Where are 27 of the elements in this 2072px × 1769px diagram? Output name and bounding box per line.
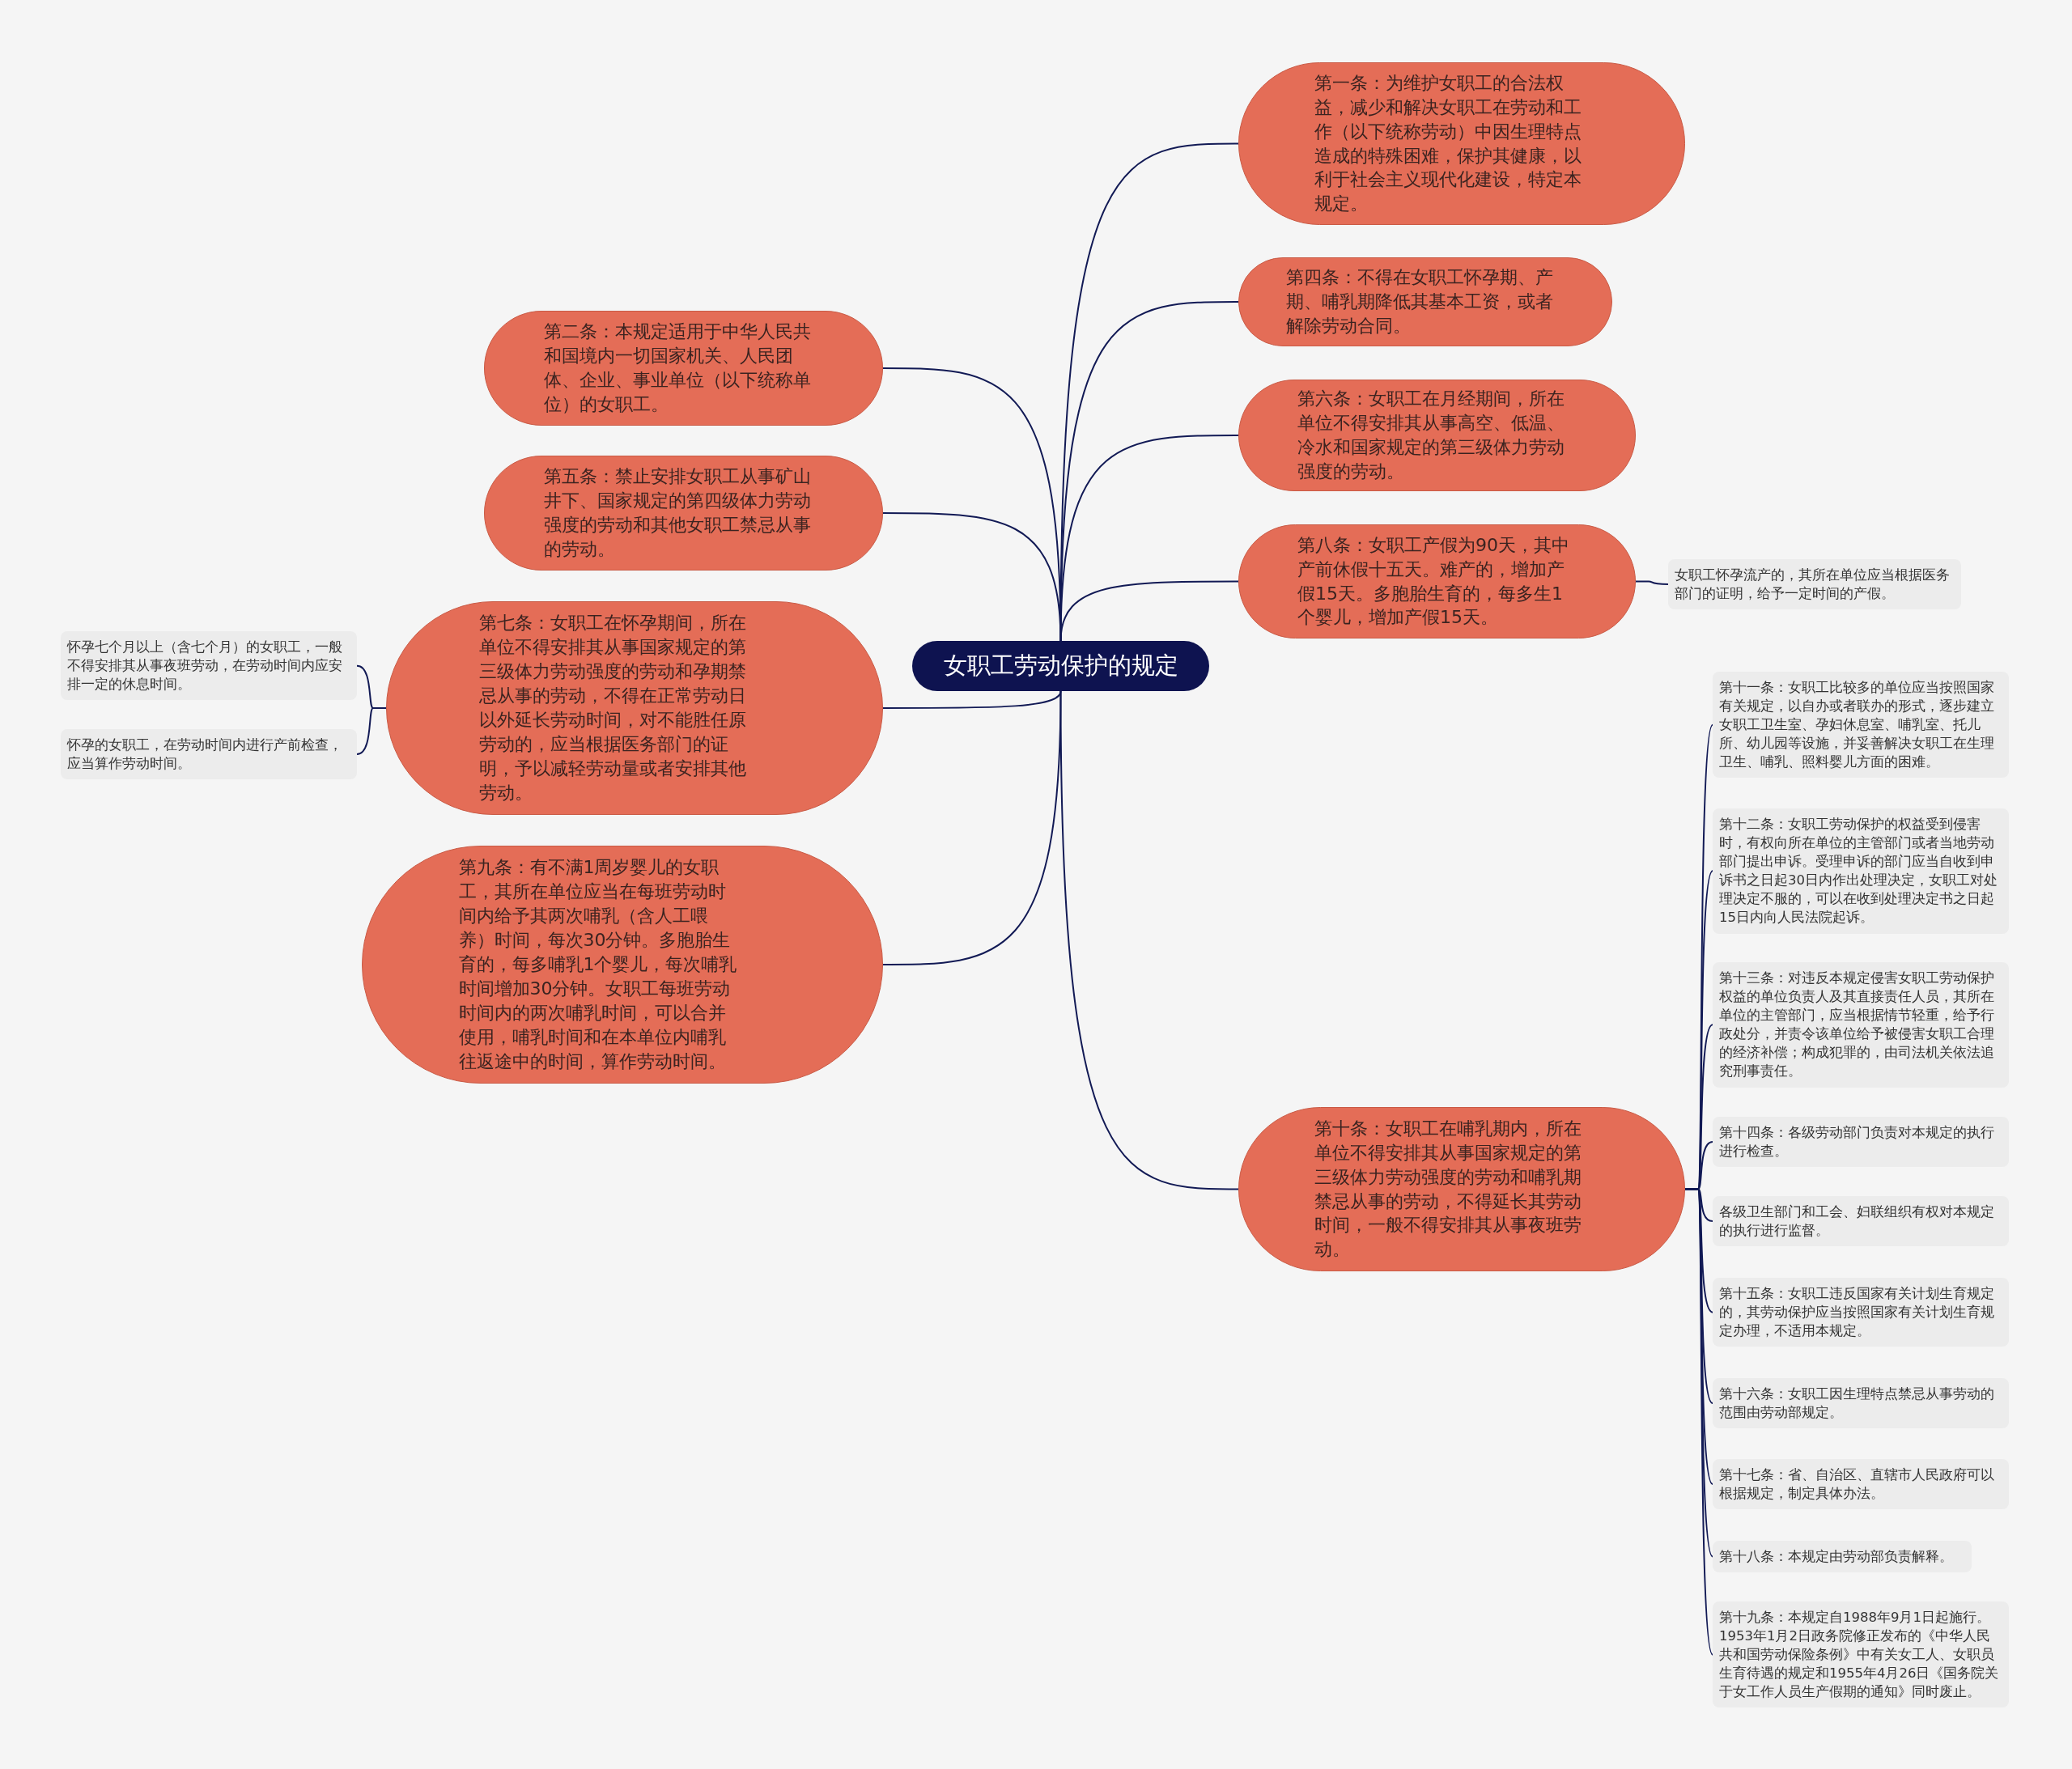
note-text: 第十七条：省、自治区、直辖市人民政府可以根据规定，制定具体办法。 (1713, 1459, 2009, 1510)
note-text: 第十九条：本规定自1988年9月1日起施行。1953年1月2日政务院修正发布的《中华人民共和国劳动保险条例》中有关女工人、女职员生育待遇的规定和1955年4月26日《国务院关于女工作人员生产假期的通知》同时废止。 (1713, 1601, 2009, 1708)
connector-line (882, 690, 1062, 965)
connector-line (1059, 690, 1239, 1190)
connector-line (1635, 580, 1669, 586)
note-text: 第十六条：女职工因生理特点禁忌从事劳动的范围由劳动部规定。 (1713, 1378, 2009, 1429)
note-text: 第十四条：各级劳动部门负责对本规定的执行进行检查。 (1713, 1117, 2009, 1168)
topic-text: 第七条：女职工在怀孕期间，所在单位不得安排其从事国家规定的第三级体力劳动强度的劳动和孕期禁忌从事的劳动，不得在正常劳动日以外延长劳动时间，对不能胜任原劳动的，应当根据医务部门的证明，予以减轻劳动量或者安排其他劳动。 (478, 612, 747, 804)
note-text: 第十一条：女职工比较多的单位应当按照国家有关规定，以自办或者联办的形式，逐步建立女职工卫生室、孕妇休息室、哺乳室、托儿所、幼儿园等设施，并妥善解决女职工在生理卫生、哺乳、照料婴儿方面的困难。 (1713, 672, 2009, 778)
topic-text: 第十条：女职工在哺乳期内，所在单位不得安排其从事国家规定的第三级体力劳动强度的劳动和哺乳期禁忌从事的劳动，不得延长其劳动时间，一般不得安排其从事夜班劳动。 (1314, 1117, 1582, 1262)
note-text: 女职工怀孕流产的，其所在单位应当根据医务部门的证明，给予一定时间的产假。 (1668, 559, 1961, 610)
note-text: 第十二条：女职工劳动保护的权益受到侵害时，有权向所在单位的主管部门或者当地劳动部门提出申诉。受理申诉的部门应当自收到申诉书之日起30日内作出处理决定，女职工对处理决定不服的，可以在收到处理决定书之日起15日内向人民法院起诉。 (1713, 808, 2009, 934)
central-topic: 女职工劳动保护的规定 (912, 641, 1209, 691)
note-text: 怀孕的女职工，在劳动时间内进行产前检查，应当算作劳动时间。 (61, 729, 357, 780)
topic-text: 第九条：有不满1周岁婴儿的女职工，其所在单位应当在每班劳动时间内给予其两次哺乳（含人工喂养）时间，每次30分钟。多胞胎生育的，每多哺乳1个婴儿，每次哺乳时间增加30分钟。女职工每班劳动时间内的两次哺乳时间，可以合并使用，哺乳时间和在本单位内哺乳往返途中的时间，算作劳动时间。 (458, 856, 738, 1073)
note-text: 第十八条：本规定由劳动部负责解释。 (1713, 1541, 1972, 1573)
topic-text: 第八条：女职工产假为90天，其中产前休假十五天。难产的，增加产假15天。多胞胎生育的，每多生1个婴儿，增加产假15天。 (1297, 533, 1570, 630)
topic-text: 第一条：为维护女职工的合法权益，减少和解决女职工在劳动和工作（以下统称劳动）中因生理特点造成的特殊困难，保护其健康，以利于社会主义现代化建设，特定本规定。 (1314, 71, 1582, 216)
topic-text: 第二条：本规定适用于中华人民共和国境内一切国家机关、人民团体、企业、事业单位（以下统称单位）的女职工。 (544, 320, 812, 416)
note-text: 第十五条：女职工违反国家有关计划生育规定的，其劳动保护应当按照国家有关计划生育规定办理，不适用本规定。 (1713, 1278, 2009, 1347)
connector-line (356, 707, 387, 756)
note-text: 第十三条：对违反本规定侵害女职工劳动保护权益的单位负责人及其直接责任人员，其所在单位的主管部门，应当根据情节轻重，给予行政处分，并责令该单位给予被侵害女职工合理的经济补偿；构成犯罪的，由司法机关依法追究刑事责任。 (1713, 962, 2009, 1088)
topic-text: 第六条：女职工在月经期间，所在单位不得安排其从事高空、低温、冷水和国家规定的第三级体力劳动强度的劳动。 (1297, 388, 1565, 483)
topic-text: 第五条：禁止安排女职工从事矿山井下、国家规定的第四级体力劳动强度的劳动和其他女职工禁忌从事的劳动。 (544, 465, 812, 561)
topic-text: 第四条：不得在女职工怀孕期、产期、哺乳期降低其基本工资，或者解除劳动合同。 (1285, 266, 1554, 337)
note-text: 各级卫生部门和工会、妇联组织有权对本规定的执行进行监督。 (1713, 1196, 2009, 1247)
note-text: 怀孕七个月以上（含七个月）的女职工，一般不得安排其从事夜班劳动，在劳动时间内应安排一定的休息时间。 (61, 631, 357, 701)
